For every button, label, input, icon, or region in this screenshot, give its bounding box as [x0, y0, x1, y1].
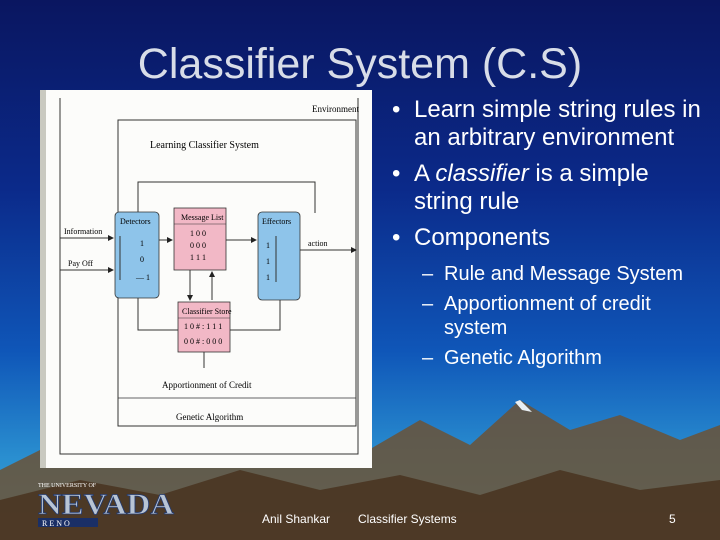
- message-val-1: 1 0 0: [190, 229, 206, 238]
- university-logo: THE UNIVERSITY OF NEVADA R E N O: [38, 483, 175, 528]
- bullet-item: • Learn simple string rules in an arbitra…: [388, 96, 710, 152]
- classifier-store-label: Classifier Store: [182, 307, 232, 316]
- bullet-text: Components: [414, 224, 551, 251]
- bullet-dot-icon: •: [392, 224, 401, 251]
- bullet-item: • Components: [388, 224, 710, 252]
- information-label: Information: [64, 227, 102, 236]
- apportionment-label: Apportionment of Credit: [162, 380, 252, 390]
- footer-page-number: 5: [669, 512, 676, 526]
- message-list-label: Message List: [181, 213, 224, 222]
- message-list-box: [173, 207, 227, 271]
- detector-val-3: — 1: [135, 273, 150, 282]
- bullet-dot-icon: •: [392, 96, 401, 123]
- environment-label: Environment: [312, 104, 359, 114]
- bullet-text: A: [414, 160, 436, 187]
- dash-icon: –: [422, 263, 434, 285]
- sub-bullet-item: –Genetic Algorithm: [388, 346, 710, 370]
- sub-bullet-text: Genetic Algorithm: [444, 347, 602, 369]
- logo-bottom-text: R E N O: [42, 519, 70, 528]
- logo-top-text: THE UNIVERSITY OF: [38, 483, 97, 489]
- effector-val-1: 1: [266, 241, 270, 250]
- payoff-label: Pay Off: [68, 259, 93, 268]
- bullet-dot-icon: •: [392, 160, 401, 187]
- effector-val-3: 1: [266, 273, 270, 282]
- detectors-box: [114, 211, 160, 299]
- sub-bullet-text: Rule and Message System: [444, 263, 684, 285]
- sub-bullet-item: –Rule and Message System: [388, 262, 710, 286]
- lcs-title: Learning Classifier System: [150, 140, 259, 151]
- effector-val-2: 1: [266, 257, 270, 266]
- slide-title: Classifier System (C.S): [137, 40, 583, 88]
- sub-bullet-text: Apportionment of credit system: [444, 293, 651, 339]
- bullet-item: • A classifier is a simple string rule: [388, 160, 710, 216]
- logo-main-text: NEVADA: [38, 488, 174, 521]
- sub-bullet-item: –Apportionment of credit system: [388, 292, 710, 340]
- bullet-text: Learn simple string rules in an arbitrar…: [414, 96, 701, 151]
- classifier-val-2: 0 0 # : 0 0 0: [184, 337, 222, 346]
- diagram-svg: Environment Learning Classifier System D…: [40, 90, 359, 468]
- classifier-store-box: [177, 301, 231, 353]
- footer-topic: Classifier Systems: [358, 512, 457, 526]
- effectors-box: [257, 211, 301, 301]
- bullet-emphasis: classifier: [435, 160, 529, 187]
- dash-icon: –: [422, 347, 434, 369]
- sub-bullet-list: –Rule and Message System –Apportionment …: [388, 262, 710, 370]
- message-val-2: 0 0 0: [190, 241, 206, 250]
- footer-author: Anil Shankar: [262, 512, 331, 526]
- classifier-val-1: 1 0 # : 1 1 1: [184, 322, 222, 331]
- detector-val-1: 1: [140, 239, 144, 248]
- detectors-label: Detectors: [120, 217, 151, 226]
- learning-classifier-diagram: Environment Learning Classifier System D…: [40, 90, 372, 468]
- genetic-label: Genetic Algorithm: [176, 412, 243, 422]
- dash-icon: –: [422, 293, 434, 315]
- effectors-label: Effectors: [262, 217, 291, 226]
- bullet-list: • Learn simple string rules in an arbitra…: [388, 96, 710, 376]
- action-label: action: [308, 239, 328, 248]
- detector-val-2: 0: [140, 255, 144, 264]
- message-val-3: 1 1 1: [190, 253, 206, 262]
- bullet-text-tail: is a simple string rule: [414, 160, 649, 215]
